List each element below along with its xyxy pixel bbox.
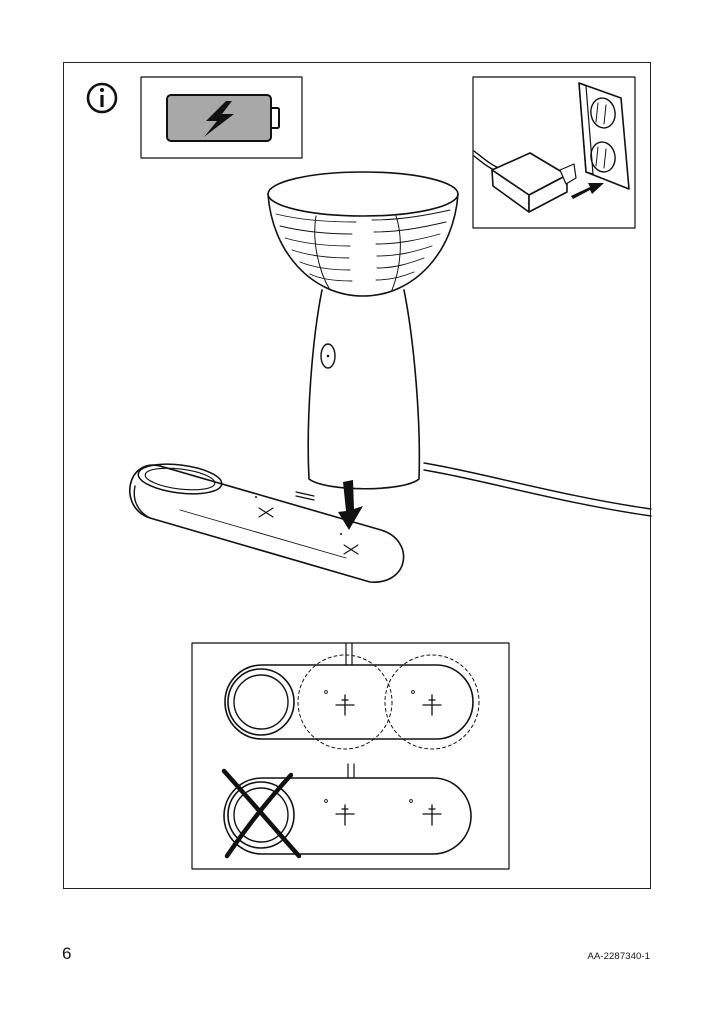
battery-charging-icon <box>166 94 280 142</box>
info-icon <box>86 82 118 114</box>
cross-mark-icon <box>221 768 302 859</box>
illustration-frame <box>63 62 651 889</box>
plug-into-socket-icon <box>473 82 630 213</box>
incorrect-placement <box>221 763 472 859</box>
page-number: 6 <box>62 944 72 963</box>
document-code: AA-2287340-1 <box>587 951 650 962</box>
placement-guide-panel <box>191 642 510 870</box>
plug-panel <box>472 76 636 229</box>
correct-placement <box>224 642 480 750</box>
battery-panel <box>140 76 303 159</box>
lamp-illustration <box>129 171 652 583</box>
